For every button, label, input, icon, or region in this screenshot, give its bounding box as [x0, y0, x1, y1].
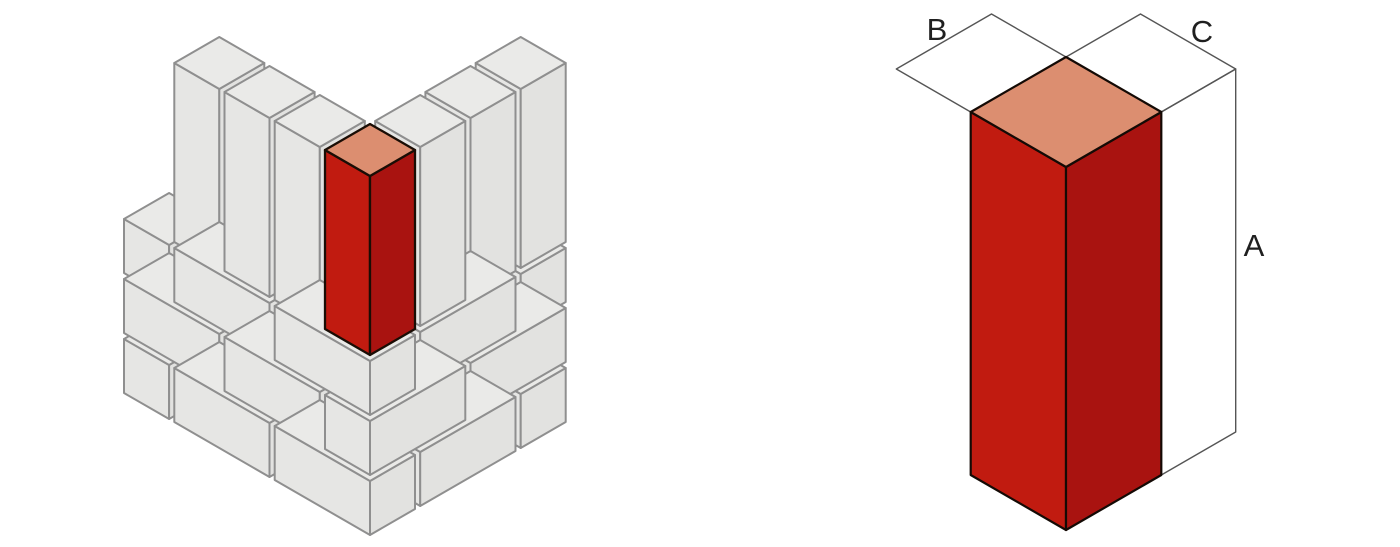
brick-face-top [273, 94, 366, 148]
dimension-label-b: B [927, 12, 948, 47]
brick-wall-corner-figure [123, 36, 567, 536]
highlighted-soldier-brick [323, 122, 417, 357]
brick-face-top [173, 36, 266, 90]
brick-face-top [374, 94, 467, 148]
brick-face-right [368, 148, 417, 357]
brick-face-right [519, 62, 567, 269]
brick-face-left [323, 148, 372, 357]
brick-face-left [969, 110, 1068, 532]
dimensioned-soldier-brick [969, 55, 1163, 532]
brick-dimension-figure: B C A [895, 12, 1265, 532]
brick-face-right [419, 120, 467, 327]
brick-face-right [1064, 110, 1163, 532]
dimension-label-a: A [1244, 228, 1265, 263]
brick-face-top [424, 65, 517, 119]
brick-face-left [223, 91, 271, 298]
brick-face-top [969, 55, 1163, 169]
brick-face-top [474, 36, 567, 90]
brick-face-top [323, 122, 417, 178]
dimension-label-c: C [1191, 14, 1213, 49]
brick-face-top [223, 65, 316, 119]
height-dimension-plane [1160, 68, 1237, 476]
dimensioned-brick [969, 55, 1163, 532]
